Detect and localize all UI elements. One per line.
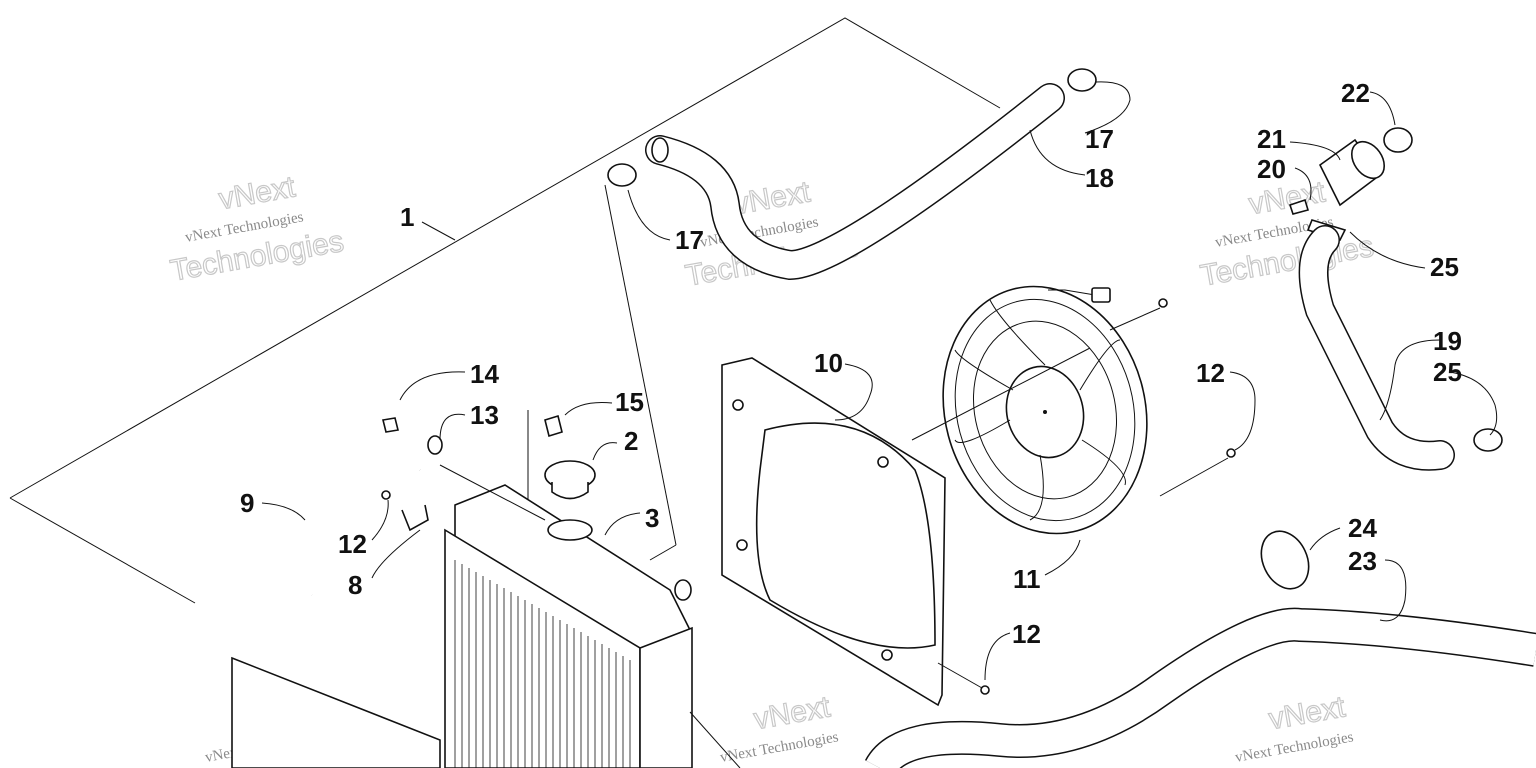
watermark-text: vNext Technologies [719, 729, 840, 766]
watermark-big-brand: vNext [731, 175, 813, 221]
side-panel [231, 656, 441, 768]
callout-20: 20 [1257, 154, 1286, 184]
callout-9: 9 [240, 488, 254, 518]
watermark-big-brand: vNext [216, 170, 298, 216]
hose-clamp-24 [1260, 530, 1310, 590]
callout-19: 19 [1433, 326, 1462, 356]
radiator-cap [544, 460, 596, 500]
callout-8: 8 [348, 570, 362, 600]
callout-labels: 1 2 3 8 9 10 11 12 12 12 13 14 15 17 17 … [240, 78, 1462, 649]
radiator [444, 484, 693, 768]
callout-21: 21 [1257, 124, 1286, 154]
callout-25-lower: 25 [1433, 357, 1462, 387]
callout-25-upper: 25 [1430, 252, 1459, 282]
thermostat-housing [1288, 127, 1413, 241]
watermark-bottom-center: vNext vNext Technologies [719, 690, 840, 766]
hose-clamp-lower [1473, 428, 1503, 452]
callout-12-shroud: 12 [1012, 619, 1041, 649]
watermark-text: vNext Technologies [1234, 729, 1355, 766]
callout-17-left: 17 [675, 225, 704, 255]
radiator-fins [454, 560, 631, 768]
fan-shroud [721, 357, 946, 707]
callout-leaders [261, 81, 1498, 681]
callout-10: 10 [814, 348, 843, 378]
hose-end [651, 137, 669, 163]
callout-17-right: 17 [1085, 124, 1114, 154]
callout-22: 22 [1341, 78, 1370, 108]
callout-2: 2 [624, 426, 638, 456]
frame-outline [9, 17, 1001, 604]
watermark-top-left: vNext vNext Technologies Technologies [167, 170, 346, 289]
callout-23: 23 [1348, 546, 1377, 576]
hose-clamp-upper [607, 68, 1097, 187]
callout-12-fan: 12 [1196, 358, 1225, 388]
cooling-fan [942, 285, 1148, 535]
leader-lines [439, 307, 1229, 689]
watermark-big-brand: vNext [1266, 690, 1348, 736]
callout-3: 3 [645, 503, 659, 533]
callout-18: 18 [1085, 163, 1114, 193]
callout-12-bracket: 12 [338, 529, 367, 559]
callout-1: 1 [400, 202, 414, 232]
callout-15: 15 [615, 387, 644, 417]
fasteners [381, 298, 1236, 695]
callout-13: 13 [470, 400, 499, 430]
callout-24: 24 [1348, 513, 1377, 543]
watermark-bottom-right: vNext vNext Technologies [1234, 690, 1355, 766]
callout-11: 11 [1013, 564, 1041, 594]
callout-14: 14 [470, 359, 499, 389]
watermark-big-brand: vNext [751, 690, 833, 736]
radiator-filler-neck [547, 519, 593, 541]
